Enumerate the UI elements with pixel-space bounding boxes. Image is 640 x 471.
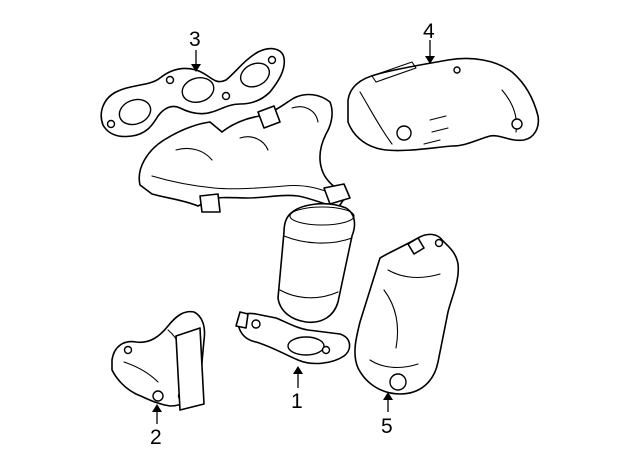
leader-lines — [152, 40, 435, 424]
arrowhead-4 — [425, 56, 435, 64]
part-3-manifold-gasket[interactable] — [100, 47, 286, 138]
arrowhead-2 — [152, 404, 162, 412]
callout-2: 2 — [150, 426, 162, 449]
part-1-exhaust-manifold[interactable] — [138, 93, 351, 213]
arrowhead-3 — [191, 64, 201, 72]
callout-1: 1 — [291, 390, 303, 413]
callout-3: 3 — [189, 28, 201, 51]
arrowhead-5 — [383, 392, 393, 400]
part-2-lower-heat-shield-bracket[interactable] — [111, 310, 206, 411]
part-4-upper-heat-shield[interactable] — [347, 57, 540, 152]
part-1-catalytic-converter[interactable] — [235, 202, 356, 365]
part-5-converter-heat-shield[interactable] — [354, 233, 460, 395]
callout-5: 5 — [381, 415, 393, 438]
callout-4: 4 — [423, 20, 435, 43]
arrowhead-1 — [293, 366, 303, 374]
